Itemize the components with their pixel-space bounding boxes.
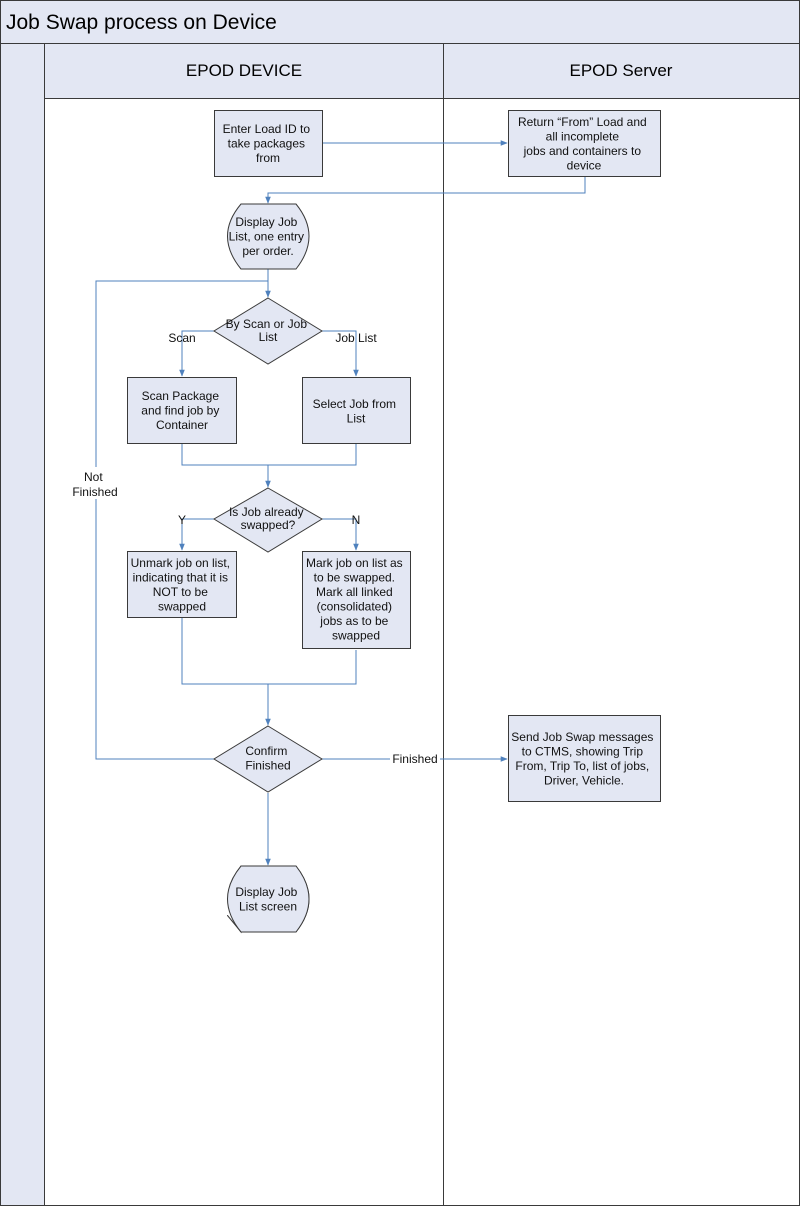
node-select-job (302, 377, 411, 444)
lane-device-title: EPOD DEVICE (186, 61, 302, 80)
mark-job-label: Mark job on list as to be swapped. Mark … (306, 556, 406, 643)
edge-swapped-no (322, 518, 359, 551)
edge-merge-to-confirm (181, 618, 357, 725)
unmark-job-label: Unmark job on list, indicating that it i… (131, 556, 234, 614)
edge-label-yes: Y (178, 513, 186, 527)
lane-server-header (443, 43, 800, 99)
already-swapped-label: Is Job already swapped? (229, 505, 307, 532)
node-display-job-list (227, 203, 310, 270)
confirm-finished-label: Confirm Finished (245, 744, 290, 773)
pool-left-strip (0, 43, 45, 1206)
edge-decision-scan (179, 330, 214, 377)
edge-merge-to-swapped (181, 444, 357, 487)
enter-load-label: Enter Load ID to take packages from (223, 122, 314, 165)
select-job-label: Select Job from List (313, 397, 400, 426)
by-scan-or-job-label: By Scan or Job List (226, 317, 311, 344)
edge-label-scan: Scan (168, 331, 195, 345)
lane-server-body (443, 98, 800, 1206)
node-scan-package (127, 377, 237, 444)
edge-decision-joblist (322, 330, 359, 377)
lane-server-title: EPOD Server (570, 61, 673, 80)
edge-not-finished-loop (95, 280, 268, 760)
node-already-swapped (213, 487, 323, 553)
edge-return-to-display (265, 177, 586, 204)
node-by-scan-or-job (213, 297, 323, 365)
display-job-list-label: Display Job List, one entry per order. (229, 215, 308, 258)
node-unmark-job (127, 551, 237, 618)
edge-labels: Scan Job List Y N Not Finished Finished (70, 331, 440, 766)
diagram-title: Job Swap process on Device (6, 11, 277, 34)
edge-label-not-finished: Not Finished (72, 470, 117, 499)
edge-label-no: N (352, 513, 361, 527)
scan-package-label: Scan Package and find job by Container (141, 389, 222, 432)
node-display-list-screen-outline (227, 865, 310, 933)
display-list-screen-label: Display Job List screen (235, 885, 300, 914)
lane-device-header (44, 43, 444, 99)
node-enter-load (214, 110, 323, 177)
edge-label-job-list: Job List (335, 331, 377, 345)
lane-device-body (44, 98, 444, 1206)
node-confirm-finished (213, 725, 323, 793)
title-bar (0, 0, 800, 44)
return-from-label: Return “From” Load and all incomplete jo… (518, 115, 650, 173)
node-return-from (508, 110, 661, 177)
not-finished-label-bg (70, 467, 122, 499)
finished-label-bg (390, 751, 440, 766)
edge-label-finished: Finished (392, 752, 437, 766)
node-labels: Enter Load ID to take packages from Retu… (131, 115, 656, 914)
node-send-job-swap (508, 715, 661, 802)
edge-swapped-yes (179, 518, 214, 551)
send-job-swap-label: Send Job Swap messages to CTMS, showing … (511, 730, 656, 788)
connectors (95, 140, 586, 866)
node-mark-job (302, 551, 411, 649)
